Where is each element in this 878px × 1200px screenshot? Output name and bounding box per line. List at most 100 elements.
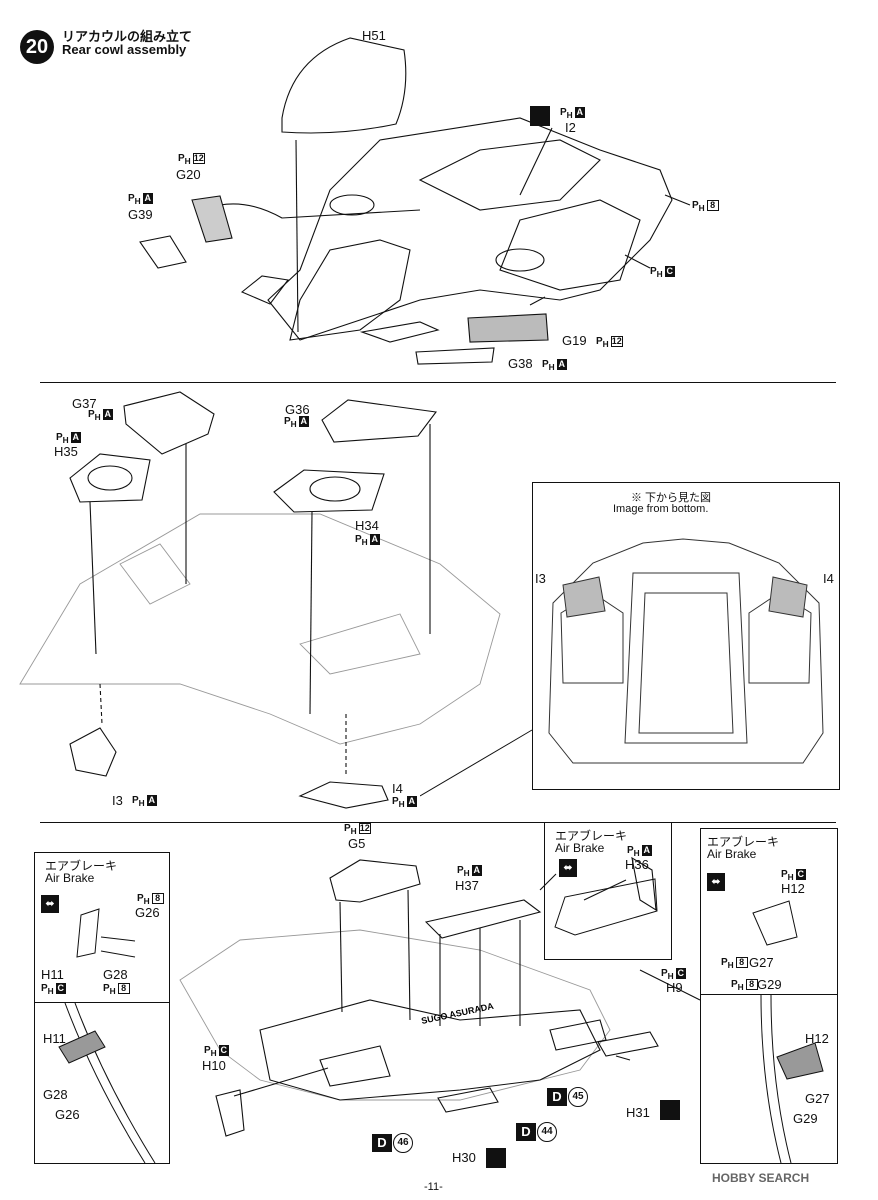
label-h12: H12 — [781, 881, 805, 896]
air-brake-right-title-en: Air Brake — [707, 847, 757, 861]
pivot-arrows-icon: ⬌ — [41, 895, 59, 913]
label-g19: G19 — [562, 333, 587, 348]
label-g28: G28 — [103, 967, 128, 982]
right-fan-shape — [495, 248, 545, 272]
air-brake-left-title-ja: エアブレーキ — [45, 859, 118, 873]
decal-number-44: 44 — [537, 1122, 557, 1142]
i2-part-symbol-icon — [530, 106, 550, 126]
label-g26: G26 — [135, 905, 160, 920]
section-divider-2 — [40, 822, 836, 823]
bottom-view-panel: ※ 下から見た図 Image from bottom. I3 I4 — [532, 482, 840, 790]
label-i2: I2 — [565, 120, 576, 135]
part-g37-shape — [123, 391, 215, 455]
label-h37: H37 — [455, 878, 479, 893]
air-brake-left-title-en: Air Brake — [45, 871, 95, 885]
air-brake-left-detail: H11 G28 G26 — [34, 1002, 170, 1164]
label-g38: G38 — [508, 356, 533, 371]
part-i4-shape — [298, 781, 389, 809]
bottom-view-label-i4: I4 — [823, 571, 834, 586]
detail-label-g29: G29 — [793, 1111, 818, 1126]
part-g36-shape — [321, 399, 438, 443]
label-h34: H34 — [355, 518, 379, 533]
page-number: -11- — [424, 1181, 443, 1193]
label-h11: H11 — [41, 967, 64, 982]
detail-label-g26: G26 — [55, 1107, 80, 1122]
bottom-view-label-i3: I3 — [535, 571, 546, 586]
decal-badge-46: D — [372, 1134, 392, 1152]
callout-line-bottom-view — [420, 729, 533, 797]
air-brake-right-detail: H12 G27 G29 — [700, 994, 838, 1164]
bottom-view-note-en: Image from bottom. — [613, 503, 709, 515]
decal-badge-44: D — [516, 1123, 536, 1141]
label-h31: H31 — [626, 1105, 650, 1120]
air-brake-left-detail-diagram — [58, 1003, 156, 1163]
step-number-badge: 20 — [20, 30, 54, 64]
bottom-view-diagram — [548, 538, 824, 764]
detail-label-g27: G27 — [805, 1091, 830, 1106]
pivot-arrows-icon: ⬌ — [707, 873, 725, 891]
watermark: HOBBY SEARCH — [712, 1171, 810, 1185]
bottom-view-note-ja: ※ 下から見た図 — [631, 492, 712, 504]
label-g39: G39 — [128, 207, 153, 222]
label-h35: H35 — [54, 444, 78, 459]
part-h34-shape — [273, 469, 385, 513]
label-i4: I4 — [392, 781, 403, 796]
step-title-en: Rear cowl assembly — [62, 42, 187, 57]
decal-badge-45: D — [547, 1088, 567, 1106]
air-brake-center-title-en: Air Brake — [555, 841, 605, 855]
label-h30: H30 — [452, 1150, 476, 1165]
part-h35-shape — [69, 453, 151, 503]
decal-number-46: 46 — [393, 1133, 413, 1153]
label-h36: H36 — [625, 857, 649, 872]
cowl-center — [418, 139, 601, 211]
label-g37: G37 — [72, 396, 97, 411]
label-g5: G5 — [348, 836, 366, 851]
rear-cowl-bottom-diagram: SUGO ASURADA — [179, 856, 700, 1137]
cowl-body-shape — [267, 117, 673, 341]
pivot-arrows-icon: ⬌ — [559, 859, 577, 877]
part-h51-shape — [281, 37, 407, 134]
air-brake-left-diagram — [76, 908, 136, 958]
part-i3-shape — [69, 727, 117, 777]
label-g27: G27 — [749, 955, 774, 970]
label-i3: I3 — [112, 793, 123, 808]
h30-part-symbol-icon — [486, 1148, 506, 1168]
air-brake-right-title-ja: エアブレーキ — [707, 835, 780, 849]
air-brake-right-detail-diagram — [760, 995, 824, 1163]
detail-label-g28: G28 — [43, 1087, 68, 1102]
air-brake-center-title-ja: エアブレーキ — [555, 829, 628, 843]
label-h10: H10 — [202, 1058, 226, 1073]
car-livery-text: SUGO ASURADA — [420, 1001, 495, 1026]
cowl-front-left — [289, 239, 411, 341]
label-g29: G29 — [757, 977, 782, 992]
rear-cowl-top-diagram — [139, 37, 691, 365]
label-g36: G36 — [285, 402, 310, 417]
label-h51: H51 — [362, 28, 386, 43]
cowl-right-pod — [499, 199, 641, 291]
step-title-ja: リアカウルの組み立て — [62, 29, 193, 44]
air-brake-center-diagram — [554, 878, 658, 936]
label-h9: H9 — [666, 980, 683, 995]
decal-number-45: 45 — [568, 1087, 588, 1107]
